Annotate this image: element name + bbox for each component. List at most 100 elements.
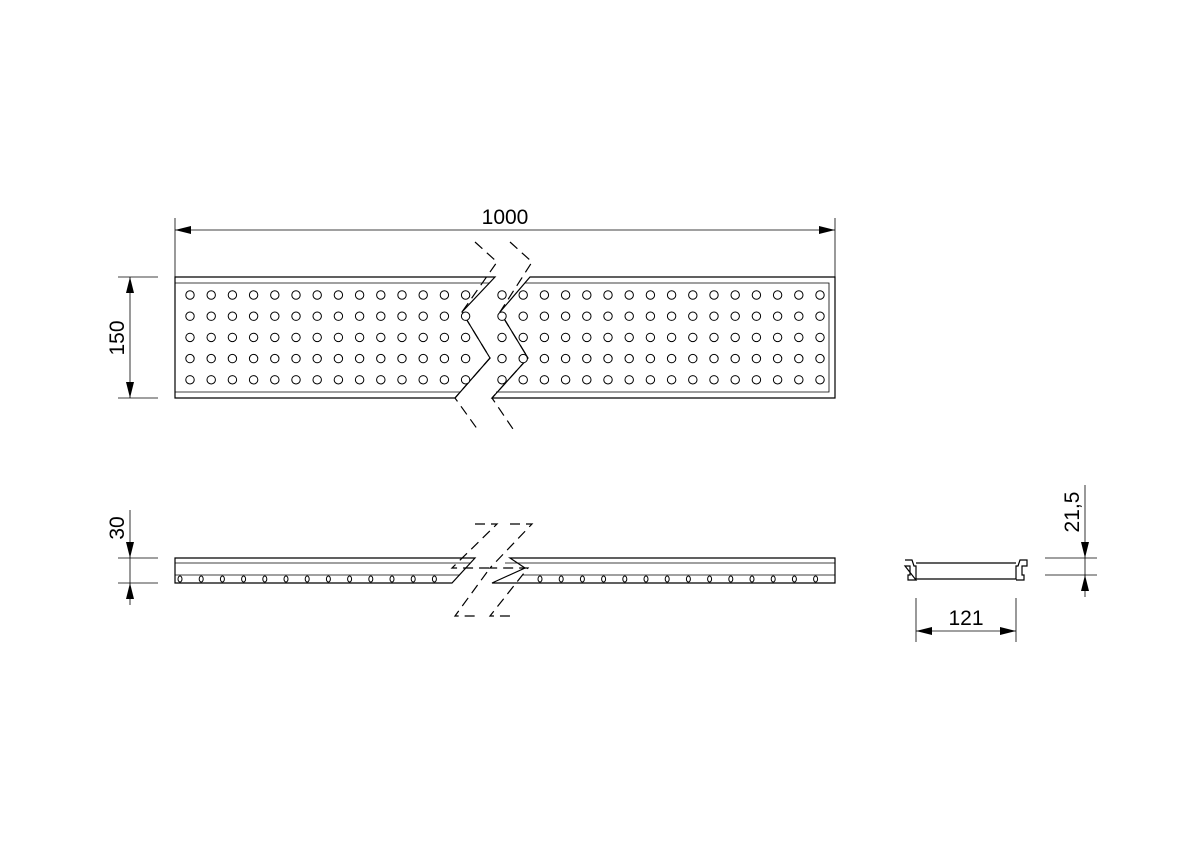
perforation-hole xyxy=(709,375,719,385)
perforation-hole xyxy=(603,311,613,321)
side-perforation-mark xyxy=(537,575,543,583)
perforation-hole xyxy=(460,353,471,364)
perforation-hole xyxy=(560,290,571,300)
perforation-hole xyxy=(772,290,783,300)
perforation-hole xyxy=(206,353,216,364)
arrow-left xyxy=(175,226,191,234)
side-perforation-mark xyxy=(664,575,670,583)
arrow-bottom xyxy=(126,382,134,398)
side-perforation-mark xyxy=(685,575,691,583)
perforation-hole xyxy=(312,353,322,364)
break-line-left xyxy=(454,241,498,431)
side-perforation-mark xyxy=(389,575,395,583)
perforation-hole xyxy=(418,311,428,321)
perforation-hole xyxy=(460,290,471,300)
perforation-hole xyxy=(582,290,592,300)
side-perforation-mark xyxy=(558,575,564,583)
perforation-hole xyxy=(270,311,280,321)
perforation-hole xyxy=(751,311,762,321)
perforation-hole xyxy=(772,332,783,343)
side-perforation-mark xyxy=(219,575,225,583)
perforation-hole xyxy=(185,375,195,385)
perforation-hole xyxy=(248,290,259,300)
profile-width-arrow-right xyxy=(1000,627,1016,635)
perforation-hole xyxy=(645,290,656,300)
side-perforation-mark xyxy=(198,575,204,583)
perforation-hole xyxy=(794,375,804,385)
perforation-hole xyxy=(227,290,238,300)
top-view: 1000 150 xyxy=(106,206,836,433)
side-right-outline xyxy=(491,557,836,584)
perforation-hole xyxy=(815,353,825,364)
perforation-hole xyxy=(418,332,428,343)
side-perforation-mark xyxy=(643,575,649,583)
side-perforation-mark xyxy=(347,575,353,583)
arrow-right xyxy=(819,226,835,234)
perforation-hole xyxy=(439,311,450,321)
perforation-hole xyxy=(815,375,825,385)
perforation-hole xyxy=(603,375,613,385)
cross-section-view: 121 21,5 xyxy=(903,485,1097,642)
side-perforation-mark xyxy=(368,575,374,583)
width-label: 150 xyxy=(106,320,129,355)
perforation-hole xyxy=(560,332,571,343)
perforation-hole xyxy=(270,353,280,364)
perforation-hole xyxy=(815,332,825,343)
perforation-hole xyxy=(397,353,407,364)
perforation-hole xyxy=(248,375,259,385)
perforation-hole xyxy=(185,353,195,364)
side-perforation-mark xyxy=(304,575,310,583)
side-perforation-mark xyxy=(177,575,183,583)
perforation-hole xyxy=(312,375,322,385)
side-perforation-mark xyxy=(791,575,797,583)
perforation-hole xyxy=(497,353,507,364)
side-perforation-mark xyxy=(431,575,437,583)
length-label: 1000 xyxy=(482,206,529,229)
perforation-hole xyxy=(354,375,365,385)
height-arrow-bottom xyxy=(126,583,134,599)
perforation-hole xyxy=(688,332,698,343)
perforation-hole xyxy=(376,332,386,343)
perforation-hole xyxy=(497,332,507,343)
perforation-hole xyxy=(815,311,825,321)
perforation-hole xyxy=(539,290,550,300)
perforation-hole xyxy=(497,311,507,321)
perforation-hole xyxy=(312,332,322,343)
perforation-hole xyxy=(624,375,634,385)
perforation-hole xyxy=(518,375,528,385)
perforation-hole xyxy=(460,311,471,321)
perforation-hole xyxy=(539,332,550,343)
perforation-hole xyxy=(497,375,507,385)
perforation-hole xyxy=(397,290,407,300)
perforation-hole xyxy=(815,290,825,300)
profile-left xyxy=(903,565,918,581)
perforation-hole xyxy=(772,311,783,321)
perforation-hole xyxy=(248,332,259,343)
profile-height-arrow-bottom xyxy=(1081,575,1089,591)
perforation-hole xyxy=(227,353,238,364)
perforation-hole xyxy=(291,353,301,364)
perforation-hole xyxy=(376,290,386,300)
perforation-hole xyxy=(376,375,386,385)
perforation-hole xyxy=(397,375,407,385)
perforation-hole xyxy=(560,375,571,385)
perforation-hole xyxy=(751,353,762,364)
perforation-hole xyxy=(439,375,450,385)
perforation-hole xyxy=(688,290,698,300)
perforation-hole xyxy=(227,332,238,343)
perforation-hole xyxy=(291,290,301,300)
perforation-hole xyxy=(603,290,613,300)
perforation-hole xyxy=(645,353,656,364)
perforation-holes xyxy=(185,290,825,385)
perforation-hole xyxy=(751,332,762,343)
perforation-hole xyxy=(794,290,804,300)
perforation-hole xyxy=(291,375,301,385)
perforation-hole xyxy=(688,311,698,321)
perforation-hole xyxy=(645,332,656,343)
perforation-hole xyxy=(772,375,783,385)
perforation-hole xyxy=(624,311,634,321)
perforation-hole xyxy=(206,332,216,343)
side-perforation-mark xyxy=(813,575,819,583)
arrow-top xyxy=(126,277,134,293)
perforation-hole xyxy=(539,311,550,321)
